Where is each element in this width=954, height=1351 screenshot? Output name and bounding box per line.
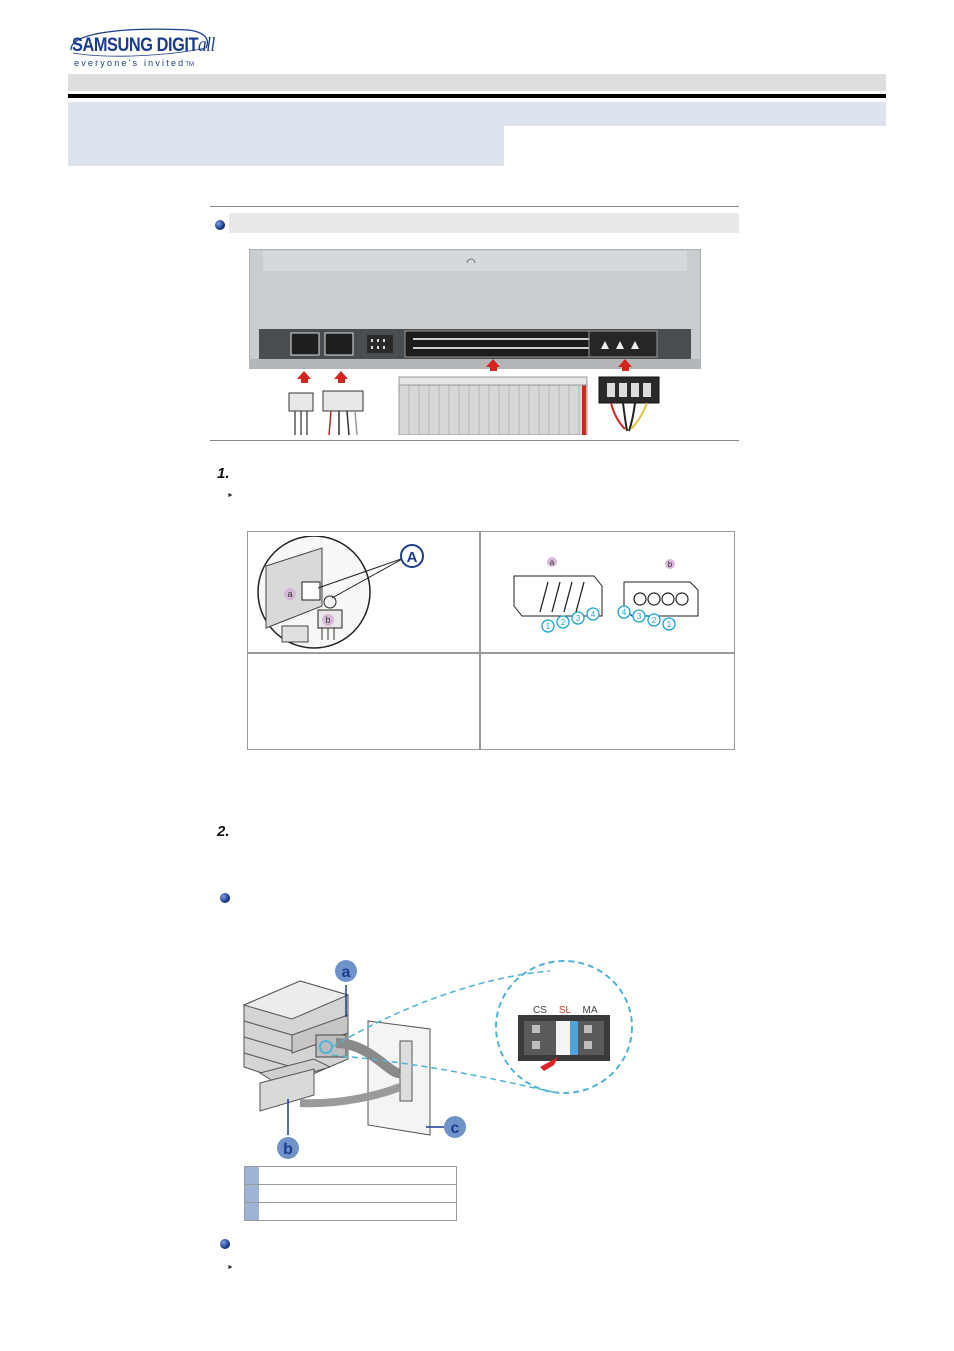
trademark: TM — [185, 62, 195, 68]
brand-name: SAMSUNG DIGITall — [72, 34, 215, 57]
tagline-text: everyone's invited — [74, 58, 186, 68]
brand-all: all — [198, 34, 215, 56]
section-rule-top — [210, 206, 739, 207]
small-triangle-bullet-icon: ► — [227, 492, 234, 499]
connector-pinout-diagram: a b 1 2 3 4 4 3 2 1 — [513, 557, 699, 633]
logo-swoosh — [70, 28, 209, 57]
brand-main: SAMSUNG DIGIT — [72, 35, 199, 56]
drive-installation-illustration: CS SL MA a b c — [242, 960, 633, 1159]
legend-key-c — [245, 1203, 259, 1220]
pin-b-3: 3 — [637, 612, 642, 621]
pin-a-2: 2 — [561, 618, 566, 627]
legend-row-b — [244, 1184, 457, 1202]
legend-key-a — [245, 1167, 259, 1184]
blue-sphere-bullet-icon — [215, 220, 225, 230]
legend-row-a — [244, 1166, 457, 1184]
banner-left — [68, 102, 504, 166]
callout-a: a — [342, 964, 351, 981]
pin-a-1: 1 — [546, 622, 551, 631]
label-b-pinout: b — [668, 560, 673, 569]
jumper-label-cs: CS — [533, 1005, 547, 1016]
audio-connector-closeup: A a b — [257, 536, 424, 649]
jumper-label-sl: SL — [559, 1005, 572, 1016]
section-rule-bottom — [210, 440, 739, 441]
small-triangle-bullet-icon: ► — [227, 1264, 234, 1271]
jumper-label-ma: MA — [583, 1005, 598, 1016]
pin-a-3: 3 — [576, 614, 581, 623]
header-gray-bar — [68, 74, 886, 91]
callout-A: A — [407, 549, 418, 566]
pin-b-1: 1 — [667, 620, 672, 629]
table-divider-horizontal — [248, 652, 734, 654]
legend-key-b — [245, 1185, 259, 1202]
blue-sphere-bullet-icon — [220, 893, 230, 903]
legend-row-c — [244, 1202, 457, 1221]
section-heading-bar — [229, 213, 739, 233]
connector-table: A a b a b 1 2 3 4 4 3 2 — [247, 531, 735, 750]
step-1-number: 1. — [217, 465, 230, 482]
label-a-pinout: a — [550, 558, 555, 567]
pin-b-2: 2 — [652, 616, 657, 625]
callout-b: b — [283, 1141, 293, 1158]
title-banner — [68, 102, 886, 168]
step-2-number: 2. — [217, 823, 230, 840]
drive-rear-panel-illustration — [249, 249, 701, 435]
callout-c: c — [451, 1120, 460, 1137]
header-black-rule — [68, 94, 886, 98]
pin-b-4: 4 — [622, 608, 627, 617]
label-b: b — [325, 615, 330, 625]
callout-legend-table — [244, 1166, 457, 1221]
brand-tagline: everyone's invitedTM — [74, 58, 194, 68]
pin-a-4: 4 — [591, 610, 596, 619]
samsung-logo: SAMSUNG DIGITall everyone's invitedTM — [68, 26, 215, 72]
label-a: a — [287, 589, 292, 599]
blue-sphere-bullet-icon — [220, 1239, 230, 1249]
banner-right — [504, 102, 886, 126]
table-divider-vertical — [479, 532, 481, 749]
